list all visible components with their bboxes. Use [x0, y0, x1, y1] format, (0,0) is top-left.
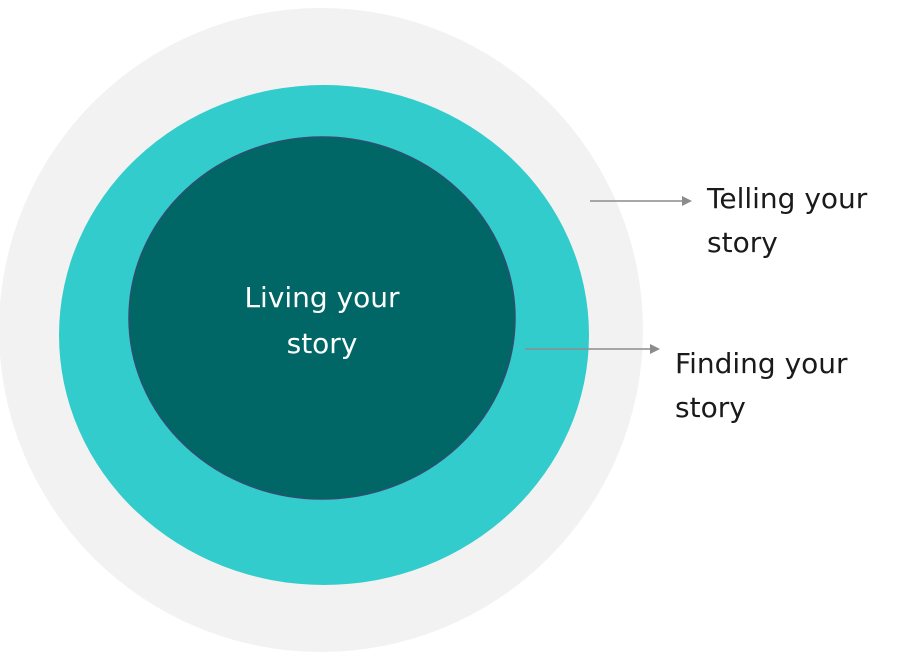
finding-your-story-label: Finding your story	[675, 342, 848, 430]
finding-label-line2: story	[675, 391, 746, 424]
telling-label-line1: Telling your	[707, 182, 868, 215]
living-your-story-label: Living your story	[172, 275, 472, 367]
finding-label-line1: Finding your	[675, 347, 848, 380]
living-label-line1: Living your	[244, 281, 400, 314]
telling-your-story-label: Telling your story	[707, 177, 867, 265]
inner-circle	[128, 136, 516, 500]
living-label-line2: story	[286, 327, 358, 360]
telling-label-line2: story	[707, 226, 778, 259]
